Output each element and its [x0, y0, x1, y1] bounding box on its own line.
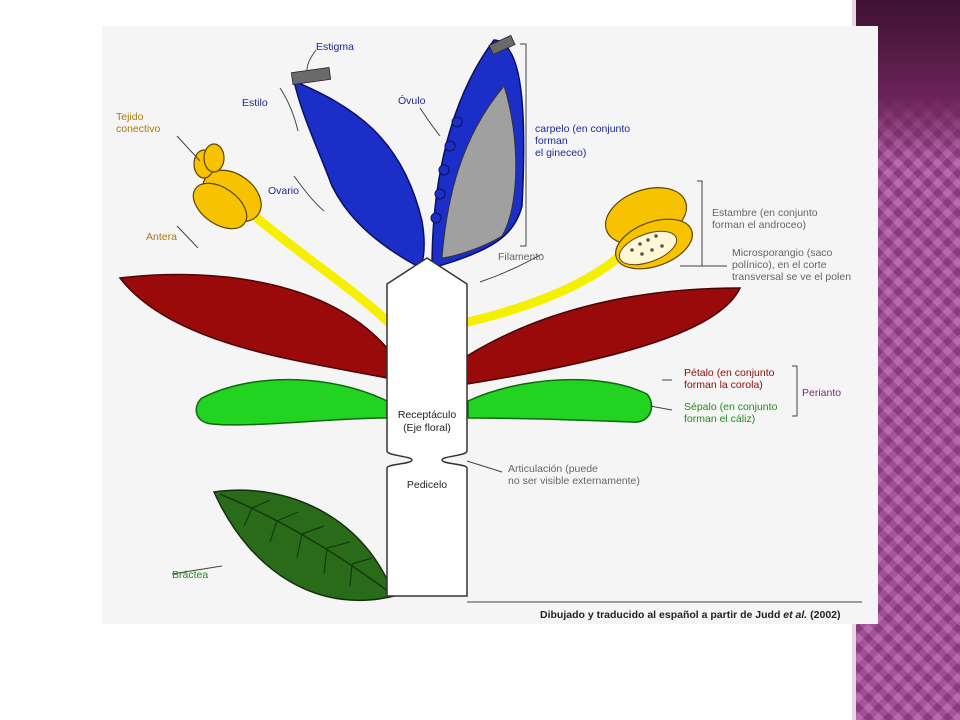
label-tejido-2: conectivo [116, 123, 161, 135]
carpel-right [430, 34, 525, 269]
ovule [444, 140, 456, 152]
label-articulacion-2: no ser visible externamente) [508, 475, 640, 487]
label-antera: Antera [146, 231, 177, 243]
receptacle [386, 257, 468, 597]
credit-etal: et al. [783, 609, 807, 621]
flower-diagram: Estigma Estilo Óvulo Ovario Tejido conec… [102, 26, 878, 624]
label-filamento: Filamento [498, 251, 544, 263]
ovule [430, 212, 442, 224]
diagram-labels: Estigma Estilo Óvulo Ovario Tejido conec… [116, 41, 851, 621]
petal-right [466, 287, 742, 385]
label-tejido-1: Tejido [116, 111, 144, 123]
label-estambre-1: Estambre (en conjunto [712, 207, 818, 219]
label-pedicelo: Pedicelo [407, 479, 447, 491]
anther-left [192, 143, 262, 230]
anther-right [604, 187, 693, 270]
label-petalo-1: Pétalo (en conjunto [684, 367, 775, 379]
ovary-interior [441, 84, 517, 259]
flower-diagram-svg: Estigma Estilo Óvulo Ovario Tejido conec… [116, 34, 862, 621]
ovule [434, 188, 446, 200]
credit-main: Dibujado y traducido al español a partir… [540, 609, 783, 621]
label-micro-3: transversal se ve el polen [732, 271, 851, 283]
label-carpelo-3: el gineceo) [535, 147, 586, 159]
label-receptaculo-1: Receptáculo [398, 409, 457, 421]
ovule [438, 164, 450, 176]
label-micro-2: polínico), en el corte [732, 259, 827, 271]
ovule [451, 116, 463, 128]
label-estambre-2: forman el androceo) [712, 219, 806, 231]
sepal-right [467, 378, 653, 423]
label-sepalo-2: forman el cáliz) [684, 413, 755, 425]
label-carpelo-2: forman [535, 135, 568, 147]
sepal-left [195, 378, 388, 426]
label-petalo-2: forman la corola) [684, 379, 763, 391]
stigma-right [488, 34, 516, 56]
label-sepalo-1: Sépalo (en conjunto [684, 401, 778, 413]
stamen-filament-left [247, 209, 392, 326]
label-estilo: Estilo [242, 97, 268, 109]
microsporangium [618, 230, 678, 266]
stigma-left [290, 66, 332, 86]
label-perianto: Perianto [802, 387, 841, 399]
label-carpelo-1: carpelo (en conjunto [535, 123, 630, 135]
bract-leaf [212, 489, 395, 602]
label-micro-1: Microsporangio (saco [732, 247, 833, 259]
label-receptaculo-2: (Eje floral) [403, 422, 451, 434]
label-estigma: Estigma [316, 41, 354, 53]
credit-year: (2002) [807, 609, 840, 621]
leader-lines [171, 43, 862, 603]
label-ovario: Ovario [268, 185, 299, 197]
label-bractea: Bráctea [172, 569, 208, 581]
credit-line: Dibujado y traducido al español a partir… [540, 609, 841, 621]
stamen-filament-right [463, 249, 627, 327]
label-ovulo: Óvulo [398, 94, 426, 107]
label-articulacion-1: Articulación (puede [508, 463, 598, 475]
